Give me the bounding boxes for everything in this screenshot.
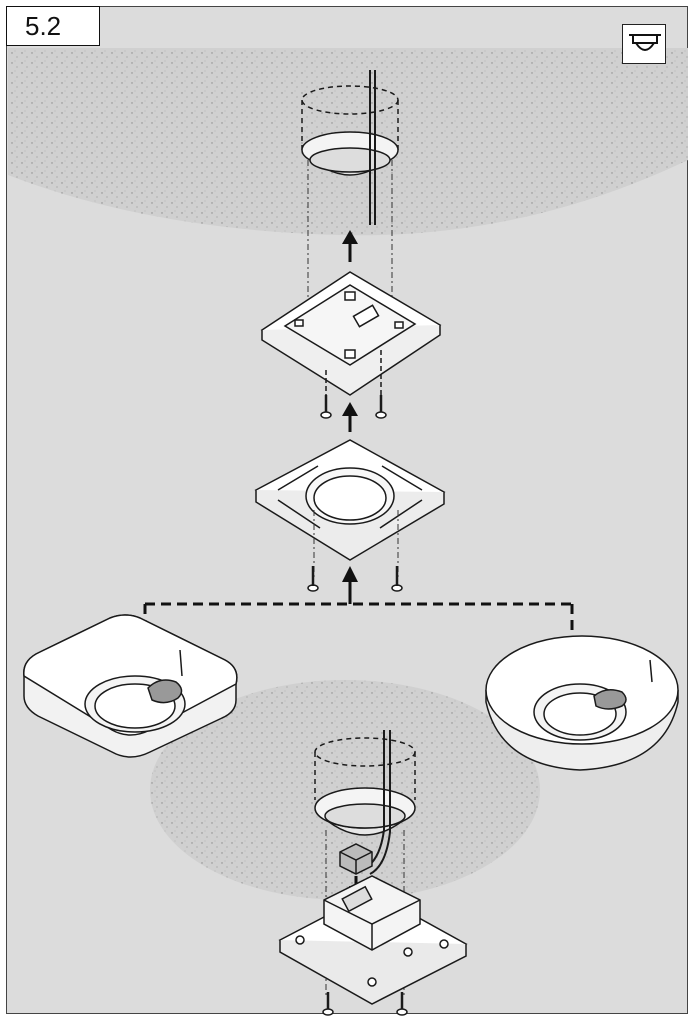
branch-connector: [143, 602, 574, 638]
terminal-base: [278, 875, 468, 1005]
square-sensor-housing: [23, 614, 238, 758]
mounting-adapter-plate: [254, 439, 446, 561]
round-sensor-housing: [485, 635, 679, 771]
wire-connector: [339, 843, 373, 875]
screws-terminal-base: [322, 992, 408, 1016]
step-number-box: 5.2: [6, 6, 100, 46]
screws-base: [320, 350, 387, 419]
guide-lines-top: [307, 160, 393, 300]
ceiling-junction-box-bottom: [314, 730, 416, 875]
arrow-to-base: [342, 402, 358, 432]
arrow-to-plate: [342, 566, 358, 602]
ceiling-mount-icon: [622, 24, 666, 64]
square-mounting-base: [260, 271, 442, 396]
step-number: 5.2: [25, 11, 62, 41]
ceiling-junction-box-top: [301, 70, 399, 225]
screws-plate: [307, 566, 403, 592]
arrow-to-junction-box: [342, 230, 358, 262]
